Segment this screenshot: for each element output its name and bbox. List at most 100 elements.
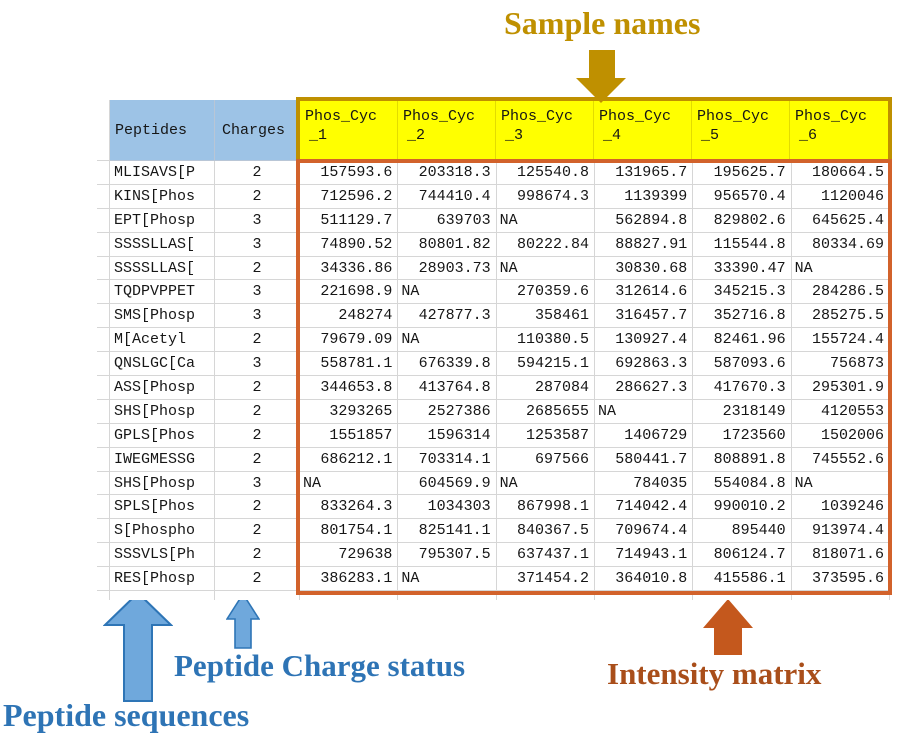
peptide-cell[interactable]: SMS[Phosp [110,304,215,329]
intensity-cell[interactable]: 203318.3 [398,161,497,185]
intensity-cell[interactable]: 270359.6 [496,280,595,305]
intensity-cell[interactable]: 131965.7 [594,161,694,185]
intensity-cell[interactable]: 295301.9 [791,376,890,400]
intensity-cell[interactable]: 686212.1 [300,447,399,472]
intensity-cell[interactable]: 645625.4 [791,208,890,233]
intensity-cell[interactable]: 371454.2 [496,567,595,592]
intensity-cell[interactable]: 833264.3 [300,495,399,520]
charge-cell[interactable]: 3 [215,232,300,257]
intensity-cell[interactable]: 427877.3 [398,304,497,329]
charge-cell[interactable]: 2 [215,184,300,209]
intensity-cell[interactable]: NA [791,471,890,496]
intensity-cell[interactable]: 195625.7 [693,161,792,185]
intensity-cell[interactable]: 110380.5 [496,328,595,353]
peptide-cell[interactable]: SSSSLLAS[ [110,232,215,257]
peptide-cell[interactable]: MLISAVS[P [110,161,215,185]
intensity-cell[interactable]: 714943.1 [594,543,694,568]
intensity-cell[interactable]: 115544.8 [693,232,792,257]
intensity-cell[interactable]: 284286.5 [791,280,890,305]
intensity-cell[interactable]: 88827.91 [594,232,694,257]
intensity-cell[interactable]: 1551857 [300,423,399,448]
empty-cell[interactable] [110,591,215,601]
intensity-cell[interactable]: 1596314 [398,423,497,448]
intensity-cell[interactable]: 344653.8 [300,376,399,400]
charge-cell[interactable]: 2 [215,519,300,544]
charge-cell[interactable]: 2 [215,495,300,520]
intensity-cell[interactable]: 34336.86 [300,256,399,281]
charge-cell[interactable]: 3 [215,280,300,305]
peptide-cell[interactable]: QNSLGC[Ca [110,352,215,377]
intensity-cell[interactable]: 998674.3 [496,184,595,209]
peptide-cell[interactable]: KINS[Phos [110,184,215,209]
intensity-cell[interactable]: 4120553 [791,399,890,424]
intensity-cell[interactable]: 386283.1 [300,567,399,592]
intensity-cell[interactable]: 316457.7 [594,304,694,329]
empty-cell[interactable] [791,591,890,601]
intensity-cell[interactable]: 744410.4 [398,184,497,209]
intensity-cell[interactable]: 558781.1 [300,352,399,377]
charge-cell[interactable]: 2 [215,399,300,424]
intensity-cell[interactable]: 818071.6 [791,543,890,568]
intensity-cell[interactable]: 2685655 [496,399,595,424]
intensity-cell[interactable]: 74890.52 [300,232,399,257]
intensity-cell[interactable]: 364010.8 [594,567,694,592]
intensity-cell[interactable]: 415586.1 [693,567,792,592]
intensity-cell[interactable]: 417670.3 [693,376,792,400]
intensity-cell[interactable]: 580441.7 [594,447,694,472]
intensity-cell[interactable]: NA [300,471,399,496]
sample-column-header[interactable]: Phos_Cyc_2 [398,101,496,159]
intensity-cell[interactable]: 1039246 [791,495,890,520]
intensity-cell[interactable]: NA [398,280,497,305]
intensity-cell[interactable]: 373595.6 [791,567,890,592]
intensity-cell[interactable]: 1406729 [594,423,694,448]
charge-cell[interactable]: 2 [215,328,300,353]
charge-cell[interactable]: 2 [215,376,300,400]
peptide-cell[interactable]: SSSSLLAS[ [110,256,215,281]
empty-cell[interactable] [398,591,497,601]
intensity-cell[interactable]: 806124.7 [693,543,792,568]
intensity-cell[interactable]: 287084 [496,376,595,400]
intensity-cell[interactable]: 703314.1 [398,447,497,472]
intensity-cell[interactable]: NA [791,256,890,281]
intensity-cell[interactable]: 80801.82 [398,232,497,257]
intensity-cell[interactable]: 801754.1 [300,519,399,544]
charge-cell[interactable]: 2 [215,256,300,281]
intensity-cell[interactable]: 637437.1 [496,543,595,568]
intensity-cell[interactable]: 345215.3 [693,280,792,305]
peptide-cell[interactable]: GPLS[Phos [110,423,215,448]
intensity-cell[interactable]: 2527386 [398,399,497,424]
intensity-cell[interactable]: 692863.3 [594,352,694,377]
empty-cell[interactable] [693,591,792,601]
intensity-cell[interactable]: NA [594,399,694,424]
empty-cell[interactable] [496,591,595,601]
intensity-cell[interactable]: 413764.8 [398,376,497,400]
intensity-cell[interactable]: 180664.5 [791,161,890,185]
empty-cell[interactable] [594,591,694,601]
peptide-cell[interactable]: SPLS[Phos [110,495,215,520]
intensity-cell[interactable]: 352716.8 [693,304,792,329]
intensity-cell[interactable]: 157593.6 [300,161,399,185]
intensity-cell[interactable]: 511129.7 [300,208,399,233]
intensity-cell[interactable]: 714042.4 [594,495,694,520]
intensity-cell[interactable]: 130927.4 [594,328,694,353]
peptides-column-header[interactable]: Peptides [110,100,215,161]
charge-cell[interactable]: 2 [215,567,300,592]
charge-cell[interactable]: 3 [215,208,300,233]
intensity-cell[interactable]: 554084.8 [693,471,792,496]
intensity-cell[interactable]: 587093.6 [693,352,792,377]
intensity-cell[interactable]: 729638 [300,543,399,568]
intensity-cell[interactable]: 594215.1 [496,352,595,377]
intensity-cell[interactable]: 745552.6 [791,447,890,472]
intensity-cell[interactable]: 79679.09 [300,328,399,353]
charges-column-header[interactable]: Charges [215,100,300,161]
charge-cell[interactable]: 2 [215,447,300,472]
intensity-cell[interactable]: NA [496,471,595,496]
peptide-cell[interactable]: SSSVLS[Ph [110,543,215,568]
peptide-cell[interactable]: IWEGMESSG [110,447,215,472]
intensity-cell[interactable]: 80334.69 [791,232,890,257]
intensity-cell[interactable]: 562894.8 [594,208,694,233]
peptide-cell[interactable]: M[Acetyl [110,328,215,353]
charge-cell[interactable]: 3 [215,471,300,496]
intensity-cell[interactable]: 358461 [496,304,595,329]
charge-cell[interactable]: 3 [215,304,300,329]
